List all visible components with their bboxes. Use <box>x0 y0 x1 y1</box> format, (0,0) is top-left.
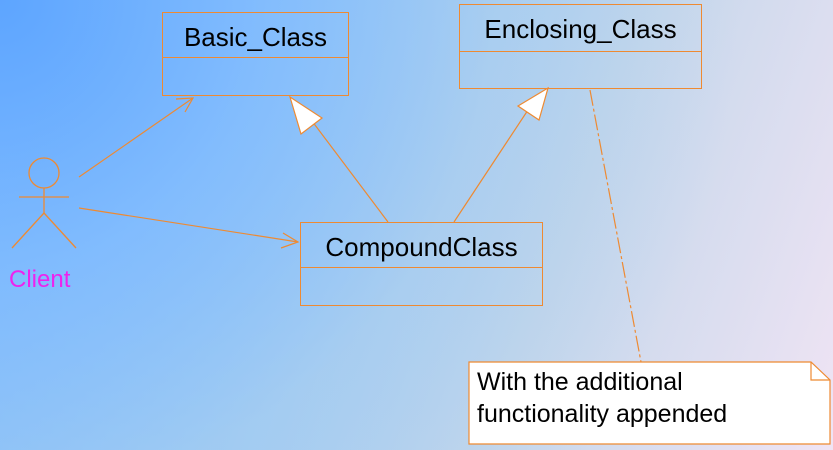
association-client-compound[interactable] <box>78 207 300 249</box>
class-basic-name: Basic_Class <box>163 13 348 58</box>
note-shape[interactable] <box>468 361 831 445</box>
client-actor-label: Client <box>9 266 71 293</box>
actor-left-leg <box>11 212 45 249</box>
association-client-basic[interactable] <box>78 97 195 178</box>
class-enclosing-name: Enclosing_Class <box>460 5 701 52</box>
note-text: With the additional functionality append… <box>477 366 817 430</box>
class-enclosing[interactable]: Enclosing_Class <box>459 4 702 89</box>
class-compound-name: CompoundClass <box>301 223 542 268</box>
class-compound[interactable]: CompoundClass <box>300 222 543 306</box>
actor-head <box>28 157 60 189</box>
client-actor-figure[interactable] <box>11 157 77 249</box>
note-anchor-line <box>589 89 642 363</box>
class-basic[interactable]: Basic_Class <box>162 12 349 96</box>
note-line-1: With the additional <box>477 368 683 396</box>
generalization-compound-enclosing[interactable] <box>453 86 549 223</box>
generalization-compound-basic[interactable] <box>288 95 389 223</box>
actor-right-leg <box>43 212 77 249</box>
note-line-2: functionality appended <box>477 400 728 428</box>
